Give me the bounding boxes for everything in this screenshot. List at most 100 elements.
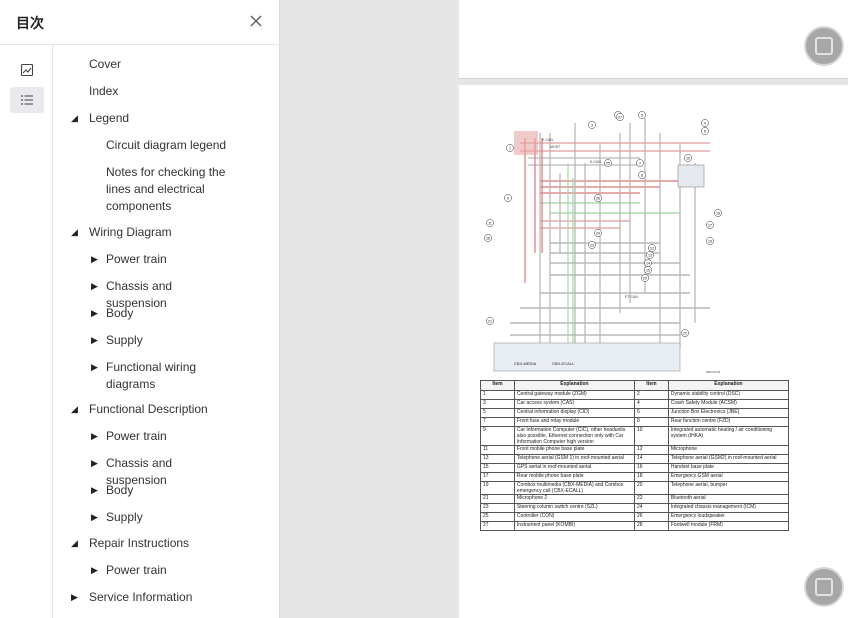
diagram-callout-number: 23 bbox=[590, 243, 594, 247]
toc-item[interactable]: ▶Service Information bbox=[53, 589, 279, 606]
toc-item[interactable]: ▶Body bbox=[53, 482, 279, 499]
collapsed-triangle-icon[interactable]: ▶ bbox=[91, 308, 98, 318]
diagram-callout: 16 bbox=[714, 209, 722, 217]
diagram-callout-number: 19 bbox=[708, 239, 712, 243]
toc-item-label: Supply bbox=[106, 510, 143, 524]
toc-item[interactable]: ▶ Chassis and suspension bbox=[53, 278, 279, 312]
toc-item[interactable]: Notes for checking the lines and electri… bbox=[53, 164, 279, 215]
expanded-triangle-icon[interactable]: ◢ bbox=[71, 538, 78, 548]
table-cell: Front fuse and relay module bbox=[513, 417, 635, 427]
toc-item[interactable]: ▶Power train bbox=[53, 428, 279, 445]
toc-item[interactable]: ◢Functional Description bbox=[53, 401, 279, 418]
toc-item-label: Chassis and suspension bbox=[106, 456, 173, 487]
toc-item[interactable]: Index bbox=[53, 83, 279, 100]
toc-item[interactable]: ▶ Supply bbox=[53, 509, 279, 526]
outline-view-button[interactable] bbox=[10, 87, 44, 113]
table-cell: 8 bbox=[633, 417, 669, 427]
collapsed-triangle-icon[interactable]: ▶ bbox=[91, 512, 98, 522]
collapsed-triangle-icon[interactable]: ▶ bbox=[71, 592, 78, 602]
table-cell: Telephone aerial (GSM 1) in roof-mounted… bbox=[513, 454, 635, 464]
collapsed-triangle-icon[interactable]: ▶ bbox=[91, 485, 98, 495]
diagram-callout: 23 bbox=[588, 241, 596, 249]
toc-item[interactable]: ◢ Repair Instructions bbox=[53, 535, 279, 552]
diagram-callout-number: 10 bbox=[686, 156, 690, 160]
toc-item[interactable]: ▶Power train bbox=[53, 562, 279, 579]
diagram-callout-number: 6 bbox=[704, 129, 706, 133]
collapsed-triangle-icon[interactable]: ▶ bbox=[91, 565, 98, 575]
table-cell: Handset base plate bbox=[667, 463, 790, 473]
toc-item[interactable]: ▶Power train bbox=[53, 251, 279, 268]
collapsed-triangle-icon[interactable]: ▶ bbox=[91, 362, 98, 372]
table-header: Explanation bbox=[667, 380, 790, 391]
diagram-callout: 27 bbox=[616, 113, 624, 121]
table-cell: 12 bbox=[633, 445, 669, 455]
toc-item[interactable]: ◢Legend bbox=[53, 110, 279, 127]
diagram-callout: 6 bbox=[701, 127, 709, 135]
close-icon[interactable] bbox=[247, 12, 265, 30]
expanded-triangle-icon[interactable]: ◢ bbox=[71, 227, 78, 237]
table-cell: 22 bbox=[633, 494, 669, 504]
diagram-callout: 24 bbox=[594, 229, 602, 237]
table-cell: 2 bbox=[633, 390, 669, 400]
table-cell: Combox multimedia (CBX-MEDIA) and Combox… bbox=[513, 481, 635, 495]
table-cell: Emergency loudspeaker bbox=[667, 512, 790, 522]
toc-item[interactable]: ▶Supply bbox=[53, 332, 279, 349]
table-cell: Rear mobile phone base plate bbox=[513, 472, 635, 482]
table-cell: 19 bbox=[480, 481, 515, 495]
toc-item[interactable]: Circuit diagram legend bbox=[53, 137, 279, 154]
toc-item[interactable]: ◢Wiring Diagram bbox=[53, 224, 279, 241]
table-cell: Dynamic stability control (DSC) bbox=[667, 390, 790, 400]
diagram-callout-number: 7 bbox=[639, 161, 641, 165]
expanded-triangle-icon[interactable]: ◢ bbox=[71, 404, 78, 414]
page-tool-button-bottom[interactable] bbox=[804, 567, 844, 607]
table-cell: Junction Box Electronics (JBE) bbox=[667, 408, 790, 418]
table-header: Item bbox=[480, 380, 515, 391]
page-icon bbox=[815, 37, 833, 55]
expanded-triangle-icon[interactable]: ◢ bbox=[71, 113, 78, 123]
table-cell: 23 bbox=[480, 503, 515, 513]
page-tool-button-top[interactable] bbox=[804, 26, 844, 66]
diagram-callout-number: 4 bbox=[704, 121, 706, 125]
collapsed-triangle-icon[interactable]: ▶ bbox=[91, 254, 98, 264]
table-cell: 27 bbox=[480, 521, 515, 531]
toc-item[interactable]: Cover bbox=[53, 56, 279, 73]
table-cell: Emergency GSM aerial bbox=[667, 472, 790, 482]
diagram-callout: 10 bbox=[684, 154, 692, 162]
diagram-callout: 21 bbox=[486, 317, 494, 325]
collapsed-triangle-icon[interactable]: ▶ bbox=[91, 458, 98, 468]
diagram-callout-number: 8 bbox=[641, 173, 643, 177]
diagram-callout: 11 bbox=[486, 219, 494, 227]
toc-item[interactable]: ▶ Chassis and suspension bbox=[53, 455, 279, 489]
toc-item-label: Index bbox=[89, 84, 119, 98]
diagram-callout-number: 9 bbox=[507, 196, 509, 200]
collapsed-triangle-icon[interactable]: ▶ bbox=[91, 281, 98, 291]
thumbnail-view-button[interactable] bbox=[10, 57, 44, 83]
table-cell: 21 bbox=[480, 494, 515, 504]
diagram-bus-label: K-CAN bbox=[542, 138, 553, 142]
toc-item-label: Chassis and suspension bbox=[106, 279, 173, 310]
diagram-callout-number: 21 bbox=[488, 319, 492, 323]
sidebar-rail bbox=[0, 45, 53, 618]
collapsed-triangle-icon[interactable]: ▶ bbox=[91, 431, 98, 441]
table-cell: Integrated automatic heating / air condi… bbox=[667, 426, 790, 446]
diagram-callout: 14 bbox=[644, 259, 652, 267]
collapsed-triangle-icon[interactable]: ▶ bbox=[91, 335, 98, 345]
toc-item-label: Repair Instructions bbox=[89, 536, 190, 550]
table-cell: Central information display (CID) bbox=[513, 408, 635, 418]
table-cell: Microphone 2 bbox=[513, 494, 635, 504]
table-cell: Rear function centre (FZD) bbox=[667, 417, 790, 427]
diagram-callout: 17 bbox=[706, 221, 714, 229]
table-cell: 28 bbox=[633, 521, 669, 531]
diagram-callout-number: 15 bbox=[646, 268, 650, 272]
table-cell: 1 bbox=[480, 390, 515, 400]
toc-item[interactable]: ▶Body bbox=[53, 305, 279, 322]
toc-item[interactable]: ▶Functional wiring diagrams bbox=[53, 359, 279, 393]
diagram-callout: 22 bbox=[681, 329, 689, 337]
diagram-callouts: 1234567891011121314151617181920212223242… bbox=[484, 111, 722, 337]
